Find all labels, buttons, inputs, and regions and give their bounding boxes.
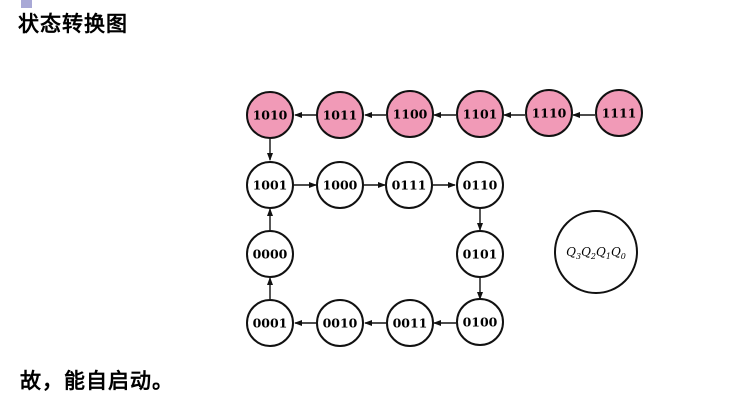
svg-text:1010: 1010 bbox=[253, 108, 288, 123]
state-node-0110: 0110 bbox=[456, 161, 504, 209]
svg-text:1100: 1100 bbox=[393, 107, 428, 122]
state-node-0001: 0001 bbox=[246, 299, 294, 347]
state-node-1001: 1001 bbox=[246, 161, 294, 209]
svg-text:1011: 1011 bbox=[323, 108, 358, 123]
state-node-0011: 0011 bbox=[386, 299, 434, 347]
svg-text:0111: 0111 bbox=[392, 178, 427, 193]
svg-text:0000: 0000 bbox=[253, 247, 288, 262]
state-node-1100: 1100 bbox=[386, 90, 434, 138]
svg-text:1001: 1001 bbox=[253, 178, 288, 193]
svg-text:0010: 0010 bbox=[323, 316, 358, 331]
conclusion-text: 故，能自启动。 bbox=[20, 369, 174, 393]
svg-text:0001: 0001 bbox=[253, 316, 288, 331]
legend-label: Q3Q2Q1Q0 bbox=[566, 245, 626, 261]
state-node-0000: 0000 bbox=[246, 230, 294, 278]
transition-arrows bbox=[267, 112, 595, 326]
state-node-0100: 0100 bbox=[456, 298, 504, 346]
state-node-1011: 1011 bbox=[316, 91, 364, 139]
state-node-0111: 0111 bbox=[385, 161, 433, 209]
title-accent-bar bbox=[21, 0, 32, 8]
state-node-0010: 0010 bbox=[316, 299, 364, 347]
svg-text:0100: 0100 bbox=[463, 315, 498, 330]
svg-text:0110: 0110 bbox=[463, 178, 498, 193]
state-node-1000: 1000 bbox=[316, 161, 364, 209]
state-node-1010: 1010 bbox=[246, 91, 294, 139]
svg-text:0011: 0011 bbox=[393, 316, 428, 331]
svg-text:1110: 1110 bbox=[532, 106, 567, 121]
svg-text:1000: 1000 bbox=[323, 178, 358, 193]
state-node-1110: 1110 bbox=[525, 89, 573, 137]
state-node-0101: 0101 bbox=[456, 230, 504, 278]
svg-text:1111: 1111 bbox=[602, 106, 637, 121]
legend-node-q3q2q1q0: Q3Q2Q1Q0 bbox=[554, 210, 638, 294]
svg-text:0101: 0101 bbox=[463, 247, 498, 262]
page-title: 状态转换图 bbox=[18, 12, 128, 36]
state-node-1111: 1111 bbox=[595, 89, 643, 137]
state-node-1101: 1101 bbox=[456, 90, 504, 138]
svg-text:1101: 1101 bbox=[463, 107, 498, 122]
